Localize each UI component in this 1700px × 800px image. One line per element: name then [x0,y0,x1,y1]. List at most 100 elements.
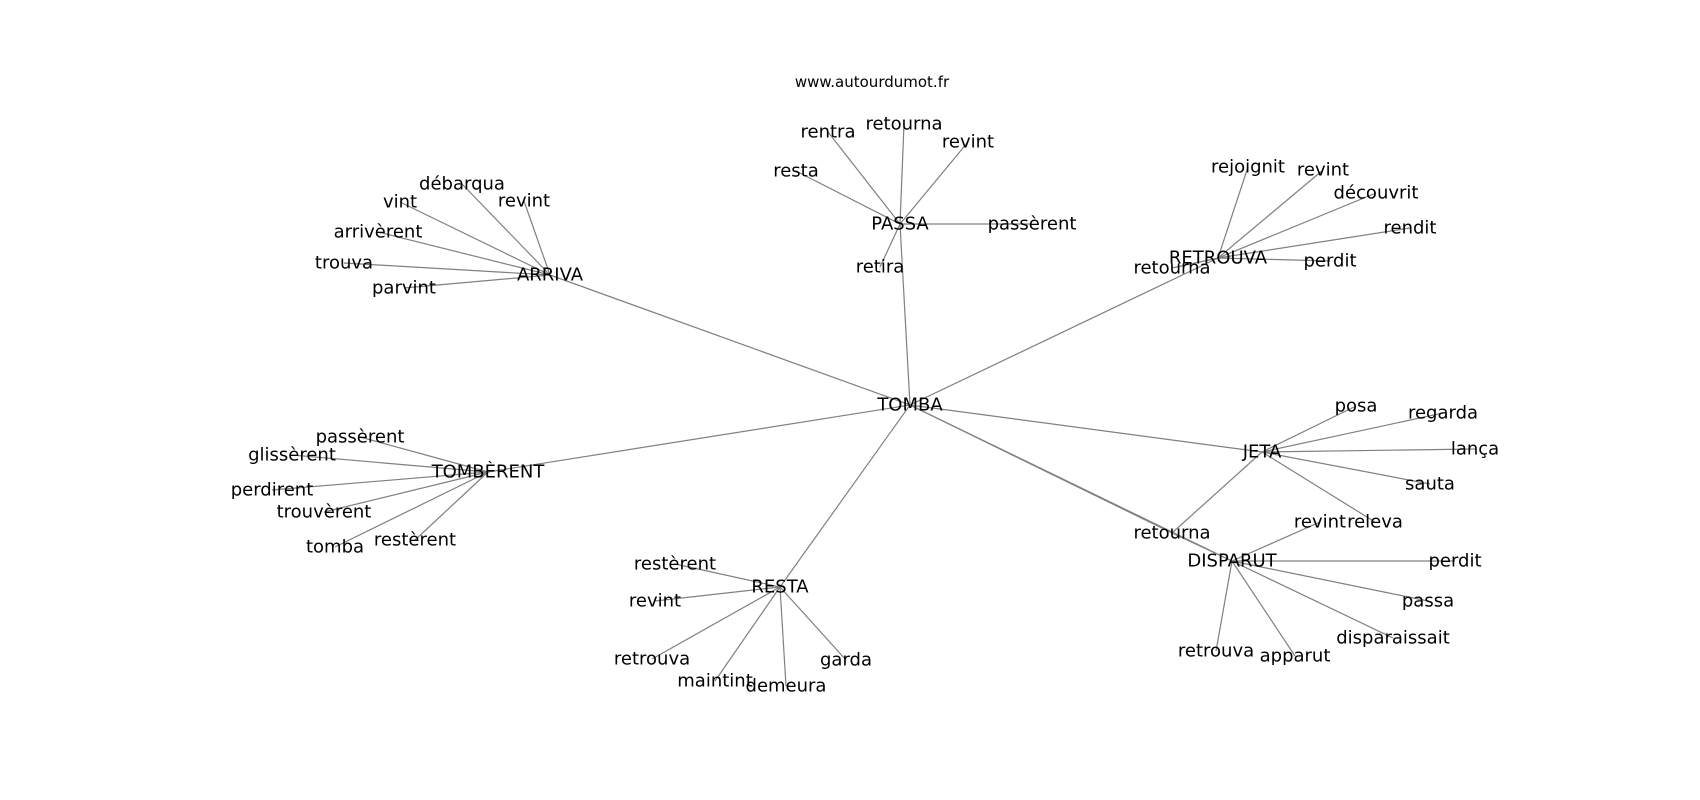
word-node-resta-revint: revint [629,591,681,612]
edge-passa-resta [795,170,901,225]
word-node-tomberent-passerent: passèrent [316,427,405,448]
edge-resta-garda [779,586,847,661]
word-node-disparut-passa: passa [1402,591,1454,612]
edge-retrouva-revint [1217,169,1324,259]
edge-passa-rentra [827,131,901,225]
hub-node-passa: PASSA [871,214,929,235]
edge-arriva-revint [523,200,551,276]
edge-center-retourna [909,404,1173,534]
edge-resta-retrouva [651,586,781,660]
word-node-jeta-sauta: sauta [1405,474,1455,495]
word-node-resta-resterent: restèrent [634,554,716,575]
word-node-retrouva-revint: revint [1297,160,1349,181]
word-node-arriva-parvint: parvint [372,278,436,299]
edge-resta-maintint [714,586,781,682]
edge-tomberent-resterent [414,471,489,541]
edge-disparut-retrouva [1215,560,1233,652]
word-node-arriva-arriverent: arrivèrent [334,222,423,243]
word-node-retrouva-perdit: perdit [1303,251,1356,272]
hub-node-retrouva: RETROUVA [1169,248,1268,269]
word-node-arriva-vint: vint [383,192,417,213]
edge-retrouva-rejoignit [1217,166,1249,259]
edge-center-arriva [549,274,911,406]
word-node-disparut-apparut: apparut [1260,646,1331,667]
word-node-disparut-disparaissait: disparaissait [1336,628,1450,649]
word-node-passa-revint: revint [942,132,994,153]
edge-disparut-revint [1231,521,1321,562]
edge-resta-revint [654,586,781,602]
word-node-tomberent-glisserent: glissèrent [248,445,336,466]
edge-jeta-regarda [1261,412,1444,453]
word-node-retrouva-decouvrit: découvrit [1334,183,1419,204]
word-node-disparut-revint: revint [1294,512,1346,533]
edge-jeta-posa [1261,405,1357,453]
edge-center-tomberent [487,404,911,473]
edge-retourna-disparut [1171,532,1233,562]
word-node-jeta-lanca: lança [1451,439,1499,460]
edge-center-resta [779,404,911,588]
word-node-passa-rentra: rentra [801,122,856,143]
hub-node-disparut: DISPARUT [1187,551,1277,572]
word-node-resta-garda: garda [820,650,872,671]
hub-node-tomberent: TOMBÈRENT [431,461,546,483]
edge-resta-resterent [674,563,781,588]
word-node-arriva-trouva: trouva [315,253,373,274]
edge-resta-demeura [779,586,787,687]
site-label: www.autourdumot.fr [795,73,950,91]
edge-retourna-jeta [1171,451,1263,534]
word-node-tomberent-tomba: tomba [306,537,364,558]
edge-passa-revint [899,141,969,225]
edge-center-passa [899,223,911,406]
edge-disparut-passa [1231,560,1429,602]
edge-passa-retourna [899,123,905,225]
edge-arriva-arriverent [377,231,551,276]
word-node-passa-passerent: passèrent [988,214,1077,235]
edges-layer [271,123,1476,687]
hub-node-resta: RESTA [751,577,809,598]
edge-passa-retira [879,223,901,268]
edge-retrouva-decouvrit [1217,192,1377,259]
word-node-tomberent-perdirent: perdirent [231,480,314,501]
word-node-retrouva-retourna: retourna [1133,258,1210,279]
edge-tomberent-passerent [359,436,489,473]
edge-arriva-debarqua [461,183,551,276]
word-node-passa-resta: resta [773,161,819,182]
word-node-jeta-regarda: regarda [1408,403,1478,424]
word-node-passa-retira: retira [856,257,905,278]
hub-node-retourna: retourna [1133,523,1210,544]
edge-tomberent-glisserent [291,454,489,473]
edge-jeta-lanca [1261,448,1476,453]
word-node-disparut-perdit: perdit [1428,551,1481,572]
edge-tomberent-trouverent [323,471,489,513]
edge-arriva-trouva [343,262,551,276]
edge-center-retrouva [909,257,1219,406]
edge-retrouva-perdit [1217,257,1331,262]
word-node-disparut-retrouva: retrouva [1178,641,1254,662]
edge-retrouva-retourna [1171,257,1219,269]
word-node-arriva-revint: revint [498,191,550,212]
word-node-arriva-debarqua: débarqua [419,174,505,195]
edge-retrouva-rendit [1217,227,1411,259]
edge-jeta-releva [1261,451,1376,523]
hub-node-jeta: JETA [1242,442,1282,463]
edge-tomberent-tomba [334,471,489,548]
word-node-tomberent-resterent: restèrent [374,530,456,551]
edge-arriva-parvint [403,274,551,289]
center-node-label: TOMBA [876,395,943,416]
word-node-tomberent-trouverent: trouvèrent [277,502,372,523]
word-node-retrouva-rejoignit: rejoignit [1211,157,1285,178]
edge-tomberent-perdirent [271,471,489,491]
word-node-resta-demeura: demeura [746,676,827,697]
edge-disparut-disparaissait [1231,560,1394,639]
word-node-passa-retourna: retourna [865,114,942,135]
word-node-resta-maintint: maintint [677,671,753,692]
edge-arriva-vint [399,201,551,276]
hub-node-arriva: ARRIVA [517,265,584,286]
edge-jeta-sauta [1261,451,1431,485]
edge-center-jeta [909,404,1263,453]
edge-disparut-apparut [1231,560,1296,657]
word-node-jeta-posa: posa [1335,396,1378,417]
word-node-resta-retrouva: retrouva [614,649,690,670]
